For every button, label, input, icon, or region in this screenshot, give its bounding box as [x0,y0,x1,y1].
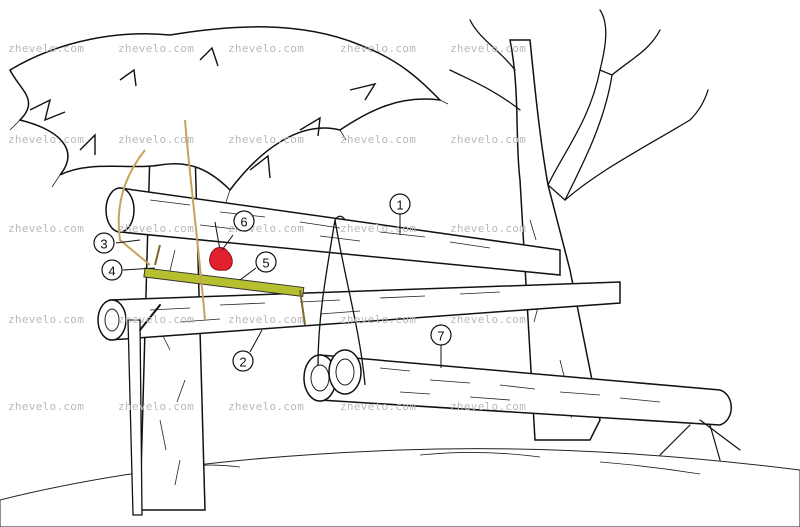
callout-1: 1 [389,193,411,215]
callout-2-label: 2 [239,355,246,370]
callout-7: 7 [430,324,452,346]
callout-6-label: 6 [240,215,247,230]
watermark-text: zhevelo.com [118,400,194,413]
watermark-text: zhevelo.com [450,42,526,55]
bare-tree [449,9,709,441]
bait [209,221,233,271]
watermark-text: zhevelo.com [340,222,416,235]
watermark-text: zhevelo.com [8,133,84,146]
callout-4: 4 [101,259,123,281]
callout-6: 6 [233,210,255,232]
callout-leaders [115,213,442,368]
ground-log [303,349,741,461]
watermark-text: zhevelo.com [228,400,304,413]
watermark-text: zhevelo.com [8,222,84,235]
callout-3: 3 [93,232,115,254]
watermark-text: zhevelo.com [8,313,84,326]
snow-ground [0,448,800,527]
callout-5: 5 [255,251,277,273]
callout-7-label: 7 [437,329,444,344]
callout-3-label: 3 [100,237,107,252]
trigger-plank [143,267,305,297]
upper-log [105,187,561,276]
watermark-text: zhevelo.com [340,313,416,326]
watermark-text: zhevelo.com [118,133,194,146]
watermark-text: zhevelo.com [118,222,194,235]
watermark-text: zhevelo.com [340,42,416,55]
lower-log [97,281,621,341]
watermark-text: zhevelo.com [450,313,526,326]
watermark-text: zhevelo.com [340,400,416,413]
watermark-text: zhevelo.com [228,313,304,326]
watermark-text: zhevelo.com [450,400,526,413]
watermark-text: zhevelo.com [340,133,416,146]
support-stake [127,304,161,516]
watermark-text: zhevelo.com [8,42,84,55]
watermark-text: zhevelo.com [118,42,194,55]
callout-4-label: 4 [108,264,115,279]
ropes [117,119,366,386]
watermark-layer: zhevelo.com zhevelo.com zhevelo.com zhevelo… [8,42,526,413]
watermark-text: zhevelo.com [228,42,304,55]
watermark-text: zhevelo.com [8,400,84,413]
watermark-text: zhevelo.com [118,313,194,326]
callout-2: 2 [232,350,254,372]
watermark-text: zhevelo.com [450,133,526,146]
callout-1-label: 1 [396,198,403,213]
watermark-text: zhevelo.com [228,133,304,146]
watermark-text: zhevelo.com [450,222,526,235]
callout-5-label: 5 [262,256,269,271]
